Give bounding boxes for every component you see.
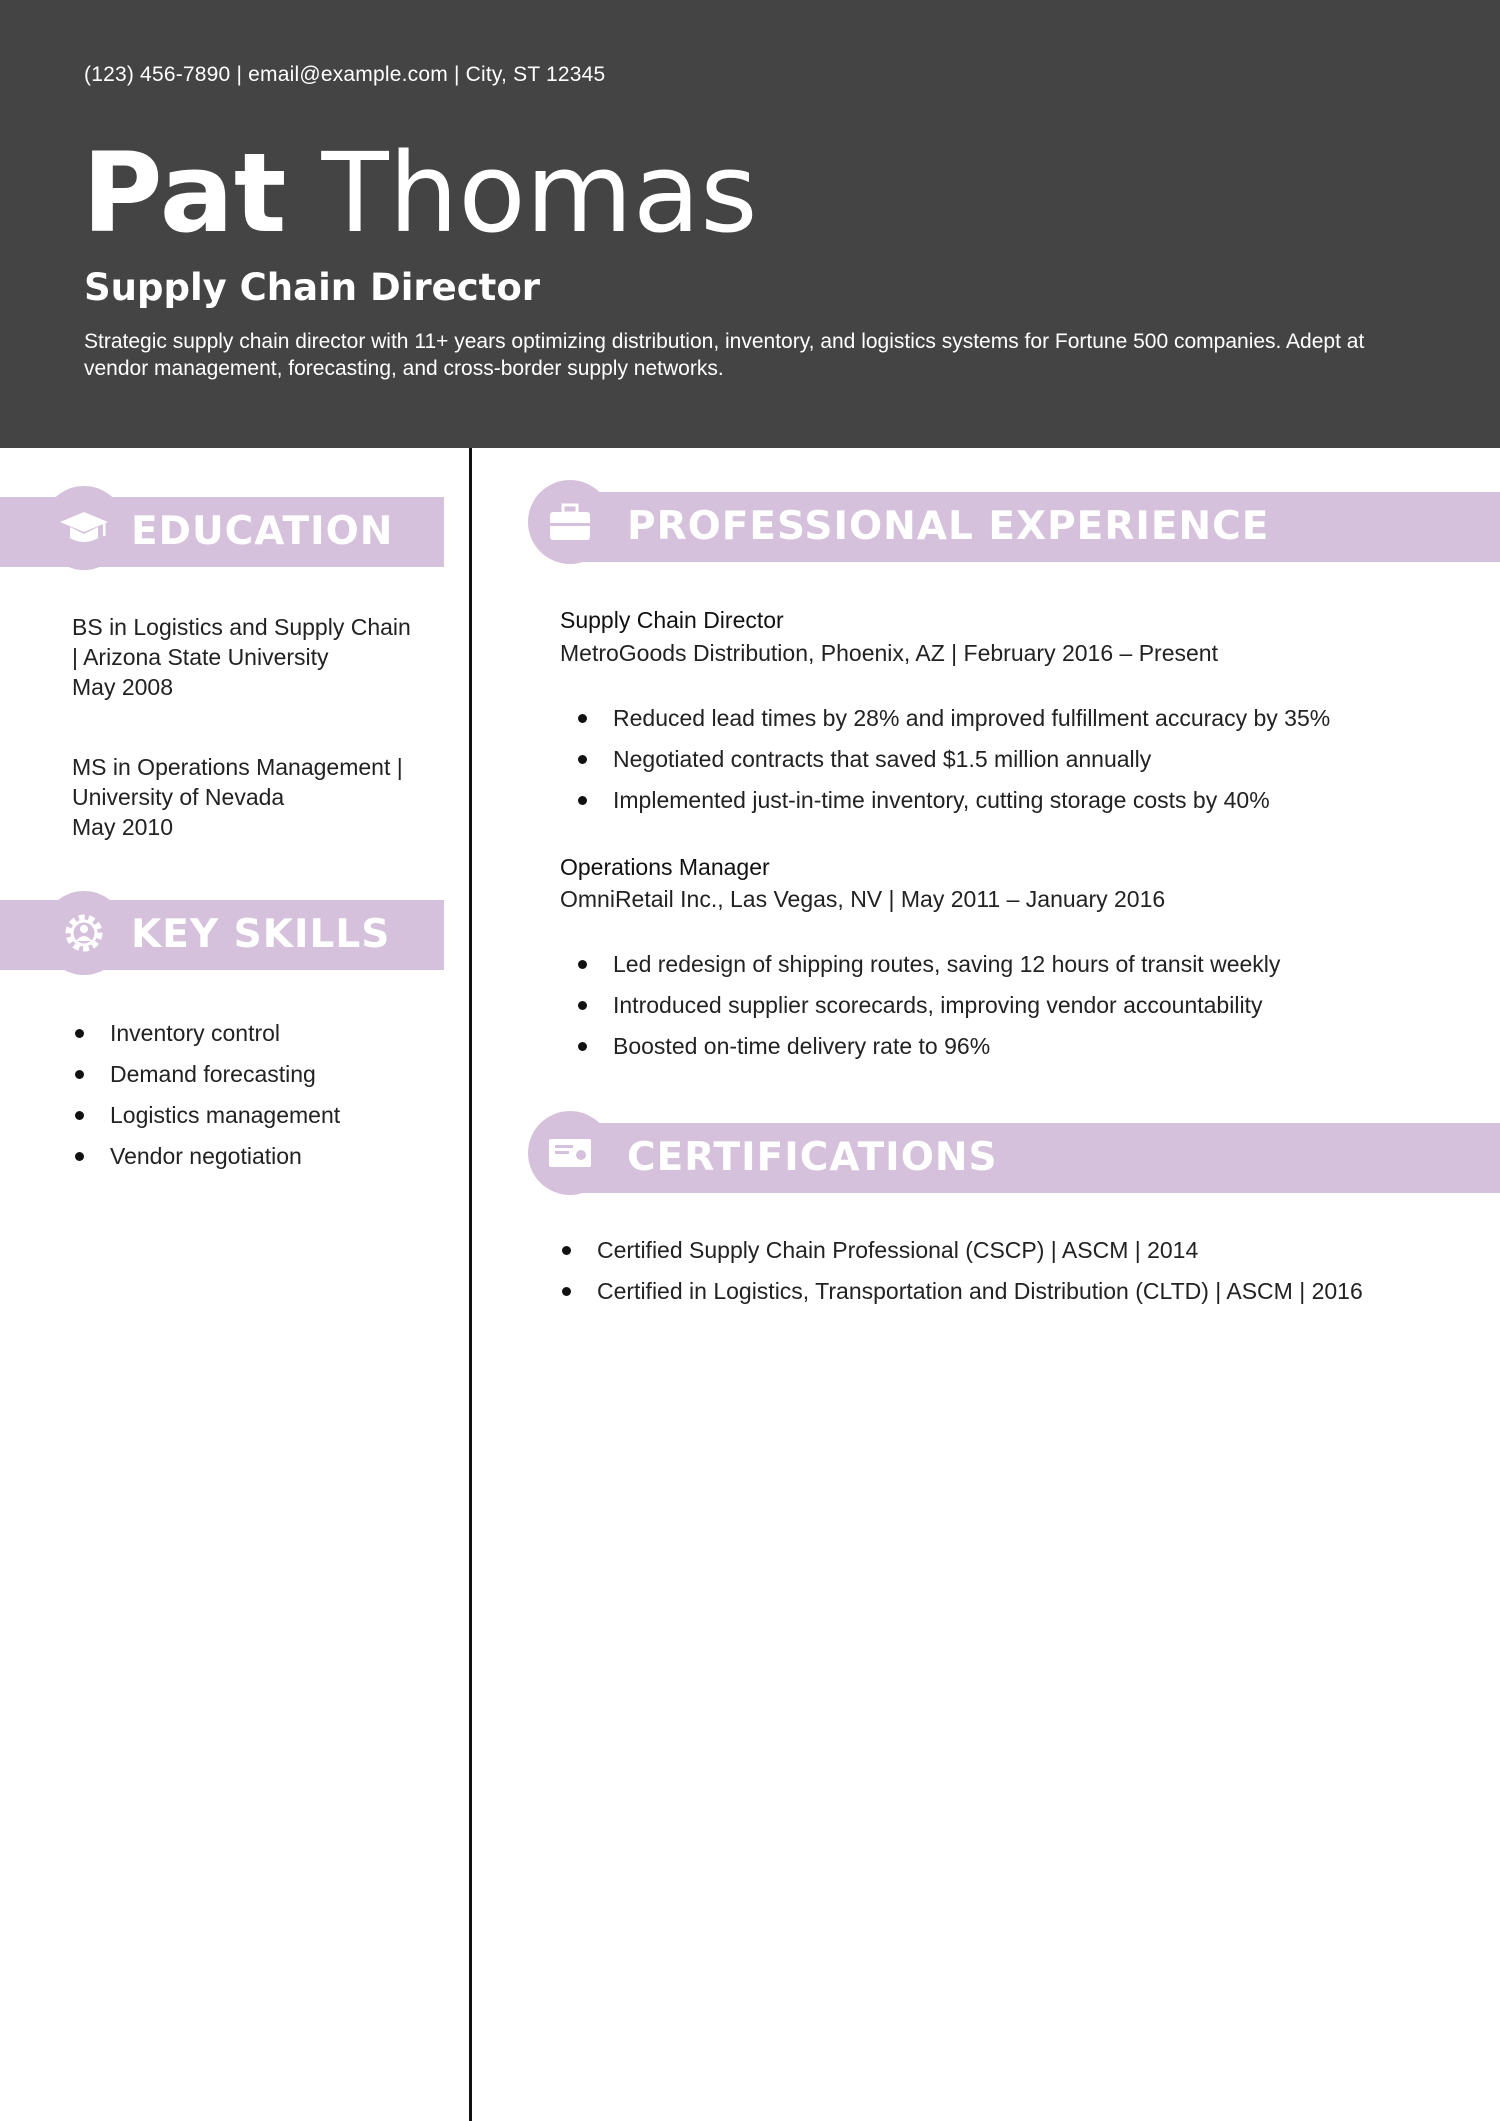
certifications-list: Certified Supply Chain Professional (CSC… — [562, 1235, 1363, 1317]
skills-list: Inventory control Demand forecasting Log… — [74, 1018, 341, 1182]
briefcase-badge — [528, 480, 612, 564]
skill-item: Demand forecasting — [74, 1059, 340, 1089]
bullet-item: Led redesign of shipping routes, saving … — [577, 951, 1281, 977]
skill-item: Inventory control — [74, 1018, 340, 1048]
education-entry: MS in Operations Management | University… — [72, 752, 452, 842]
job-meta: MetroGoods Distribution, Phoenix, AZ | F… — [560, 640, 1218, 666]
gear-badge — [42, 891, 126, 975]
school-line: University of Nevada — [72, 784, 285, 810]
certification-item: Certified Supply Chain Professional (CSC… — [562, 1235, 1363, 1265]
bullet-item: Negotiated contracts that saved $1.5 mil… — [577, 744, 1330, 774]
job-meta: OmniRetail Inc., Las Vegas, NV | May 201… — [560, 886, 1166, 912]
resume-header: (123) 456-7890 | email@example.com | Cit… — [0, 0, 1500, 448]
bullet-item: Boosted on-time delivery rate to 96% — [577, 1031, 1280, 1061]
education-entry: BS in Logistics and Supply Chain | Arizo… — [72, 612, 452, 702]
contact-line: (123) 456-7890 | email@example.com | Cit… — [84, 63, 606, 86]
skills-heading: KEY SKILLS — [131, 912, 391, 957]
skill-item: Vendor negotiation — [74, 1141, 340, 1171]
bullet-item: Introduced supplier scorecards, improvin… — [577, 990, 1280, 1020]
bullet-item: Implemented just-in-time inventory, cutt… — [577, 785, 1330, 815]
graduation-cap-badge — [42, 486, 126, 570]
degree-line: MS in Operations Management | — [72, 754, 403, 780]
certifications-heading-bar: CERTIFICATIONS — [570, 1123, 1500, 1193]
summary: Strategic supply chain director with 11+… — [84, 330, 1365, 380]
job-bullets: Led redesign of shipping routes, saving … — [577, 949, 1281, 1072]
briefcase-icon — [550, 503, 590, 540]
experience-heading: PROFESSIONAL EXPERIENCE — [627, 504, 1270, 549]
certificate-icon — [549, 1139, 591, 1167]
bullet-item: Reduced lead times by 28% and improved f… — [577, 705, 1331, 731]
skill-item: Logistics management — [74, 1102, 341, 1128]
experience-heading-bar: PROFESSIONAL EXPERIENCE — [570, 492, 1500, 562]
graduation-date: May 2010 — [72, 814, 174, 840]
job-bullets: Reduced lead times by 28% and improved f… — [577, 703, 1331, 826]
graduation-date: May 2008 — [72, 674, 174, 700]
first-name: Pat — [82, 129, 287, 257]
certifications-heading: CERTIFICATIONS — [627, 1135, 998, 1180]
education-heading: EDUCATION — [131, 509, 394, 554]
last-name: Thomas — [321, 129, 758, 257]
job-role: Supply Chain Director — [84, 266, 541, 309]
certificate-badge — [528, 1111, 612, 1195]
certification-item: Certified in Logistics, Transportation a… — [562, 1278, 1363, 1304]
full-name: Pat Thomas — [82, 128, 758, 258]
graduation-cap-icon — [60, 512, 108, 542]
degree-line: BS in Logistics and Supply Chain — [72, 614, 411, 640]
school-line: | Arizona State University — [72, 644, 329, 670]
column-divider — [469, 448, 472, 2121]
job-title: Supply Chain Director — [560, 607, 784, 633]
gear-icon — [65, 914, 103, 952]
job-title: Operations Manager — [560, 854, 770, 880]
